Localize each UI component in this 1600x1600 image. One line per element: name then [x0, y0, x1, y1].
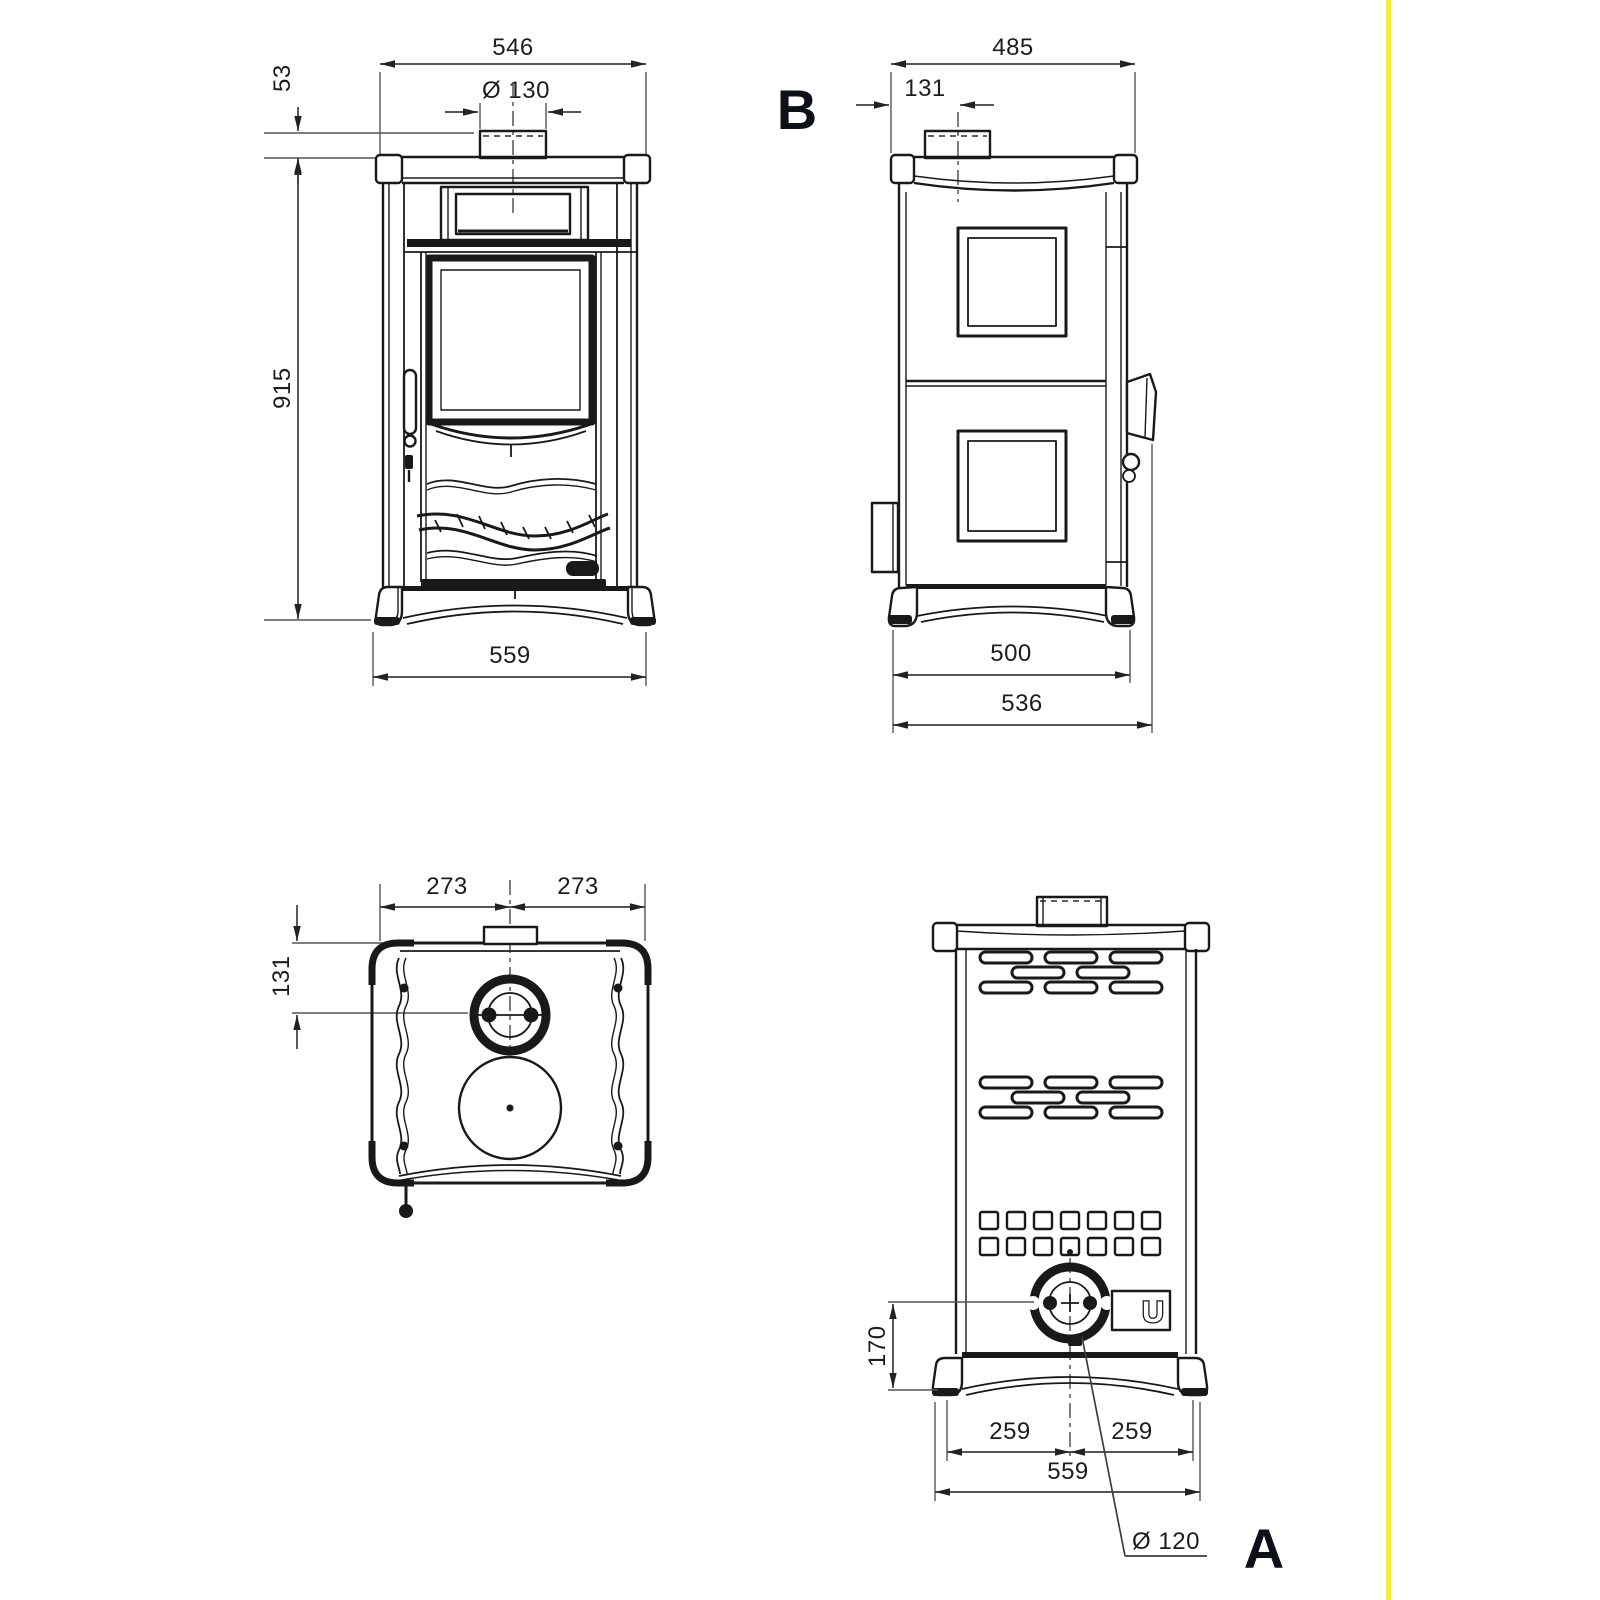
rear-offset-right-label: 259: [1111, 1418, 1153, 1445]
rear-intake-diameter-callout: Ø 120: [1081, 1336, 1207, 1557]
side-view-label: B: [777, 78, 817, 141]
side-flue-offset-label: 131: [904, 75, 946, 102]
rear-base: [931, 1352, 1209, 1397]
rear-base-width-label: 559: [1047, 1458, 1089, 1485]
front-door-glass: [425, 254, 596, 426]
front-view: 546 Ø 130 53 915 559: [264, 34, 656, 686]
rear-vent-group-lower: [978, 1075, 1164, 1120]
side-lower-window: [956, 429, 1068, 543]
front-wave-hatching: [434, 513, 596, 540]
side-dim-overall-depth: 536: [893, 444, 1153, 733]
top-flue-ring: [469, 974, 551, 1056]
top-half-width-right-label: 273: [557, 873, 599, 900]
top-large-circle: [457, 1055, 563, 1161]
front-collar-height-label: 53: [269, 64, 296, 92]
rear-view: A: [864, 895, 1284, 1580]
rear-dim-base-width: 559: [934, 1402, 1201, 1501]
rear-square-grid: [978, 1210, 1162, 1257]
front-door-latch: [402, 368, 418, 482]
side-body-sides: [897, 183, 1129, 587]
side-rear-box: [870, 501, 900, 574]
front-base: [374, 585, 656, 627]
side-top-depth-label: 485: [992, 34, 1034, 61]
highlight-divider-line: [1386, 0, 1391, 1600]
top-screw-dots: [399, 983, 623, 1151]
rear-vent-group-upper: [978, 950, 1164, 995]
front-dim-flue-diameter: Ø 130: [445, 77, 581, 129]
side-dim-foot-depth: 500: [892, 630, 1131, 733]
front-dim-body-height: 915: [264, 158, 371, 621]
top-body-outline: [368, 939, 652, 1187]
rear-flue-stub: [1035, 895, 1109, 928]
side-upper-window-inner: [967, 237, 1057, 327]
rear-dim-half-widths: 259 259: [946, 1400, 1194, 1461]
side-foot-depth-label: 500: [990, 640, 1032, 667]
rear-center-mark: [1067, 1249, 1073, 1255]
rear-dim-intake-height: 170: [864, 1301, 1034, 1391]
front-top-width-label: 546: [492, 34, 534, 61]
side-overall-depth-label: 536: [1001, 690, 1043, 717]
side-base: [887, 584, 1136, 628]
side-dim-flue-offset: 131: [856, 75, 994, 109]
front-hopper-lid: [439, 185, 590, 242]
rear-view-label: A: [1244, 1517, 1284, 1580]
rear-offset-left-label: 259: [989, 1418, 1031, 1445]
top-view: 273 273 131: [268, 873, 652, 1218]
rear-socket-glyph: U: [1142, 1296, 1164, 1329]
front-dim-top-width: 546: [379, 34, 647, 154]
top-half-width-left-label: 273: [426, 873, 468, 900]
side-latch-knob: [1121, 452, 1141, 483]
rear-intake-diameter-label: Ø 120: [1132, 1528, 1200, 1555]
side-dim-top-depth: 485: [890, 34, 1136, 153]
top-handle-pin: [399, 1184, 413, 1218]
side-view: B 485 131: [777, 34, 1158, 733]
side-upper-window: [956, 226, 1068, 338]
rear-body-sides: [954, 949, 1198, 1354]
rear-air-intake: [1026, 1262, 1114, 1346]
front-separator-band: [407, 239, 631, 247]
top-dim-half-widths: 273 273: [379, 873, 646, 941]
front-dim-collar-height: 53: [264, 64, 474, 184]
rear-intake-height-label: 170: [864, 1325, 891, 1367]
front-base-width-label: 559: [489, 642, 531, 669]
front-flue-diameter-label: Ø 130: [482, 77, 550, 104]
top-flue-offset-label: 131: [268, 955, 295, 997]
front-door: [404, 251, 637, 589]
front-drawer-handle: [566, 561, 599, 576]
side-door-handle: [1125, 372, 1158, 442]
front-body-height-label: 915: [269, 367, 296, 409]
front-dim-base-width: 559: [372, 632, 647, 686]
top-dim-flue-offset: 131: [268, 905, 468, 1049]
rear-top-plate: [931, 921, 1211, 953]
side-top-plate: [889, 153, 1139, 192]
top-flue-tab: [482, 925, 539, 946]
side-lower-window-inner: [967, 440, 1057, 532]
rear-socket-box: U: [1110, 1289, 1172, 1332]
